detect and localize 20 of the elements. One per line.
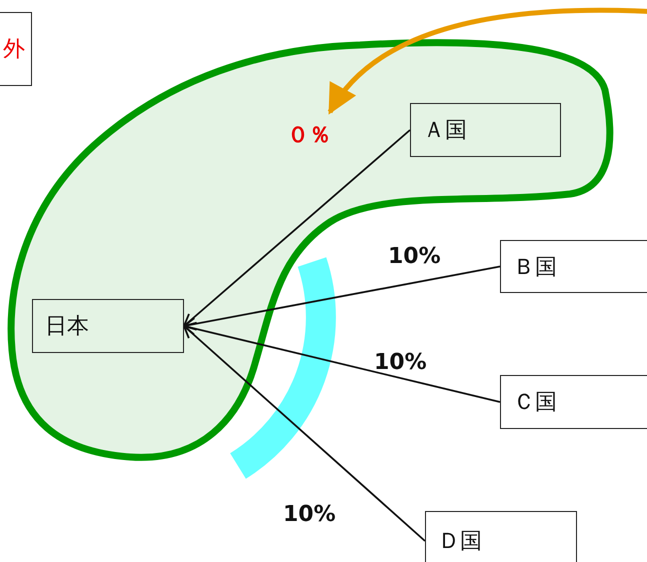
- edge-label: ０％: [287, 122, 331, 150]
- country-box: [0, 12, 32, 86]
- arrow: [183, 325, 426, 542]
- edge-label: 10%: [388, 244, 441, 269]
- arrow: [328, 8, 647, 114]
- country-box: [32, 299, 184, 353]
- country-box: [500, 240, 647, 293]
- box-label: Ｃ国: [513, 389, 557, 417]
- edge-label: 10%: [374, 350, 427, 375]
- box-label: 日本: [45, 313, 89, 341]
- arrow: [183, 322, 500, 403]
- country-box: [425, 511, 577, 562]
- country-box: [410, 103, 561, 157]
- box-label: Ｄ国: [438, 528, 482, 556]
- box-label: Ｂ国: [513, 254, 557, 282]
- arrow: [183, 129, 411, 327]
- country-box: [500, 375, 647, 429]
- edge-label: 10%: [283, 502, 336, 527]
- box-label: Ａ国: [423, 117, 467, 145]
- box-label: 外: [3, 36, 25, 64]
